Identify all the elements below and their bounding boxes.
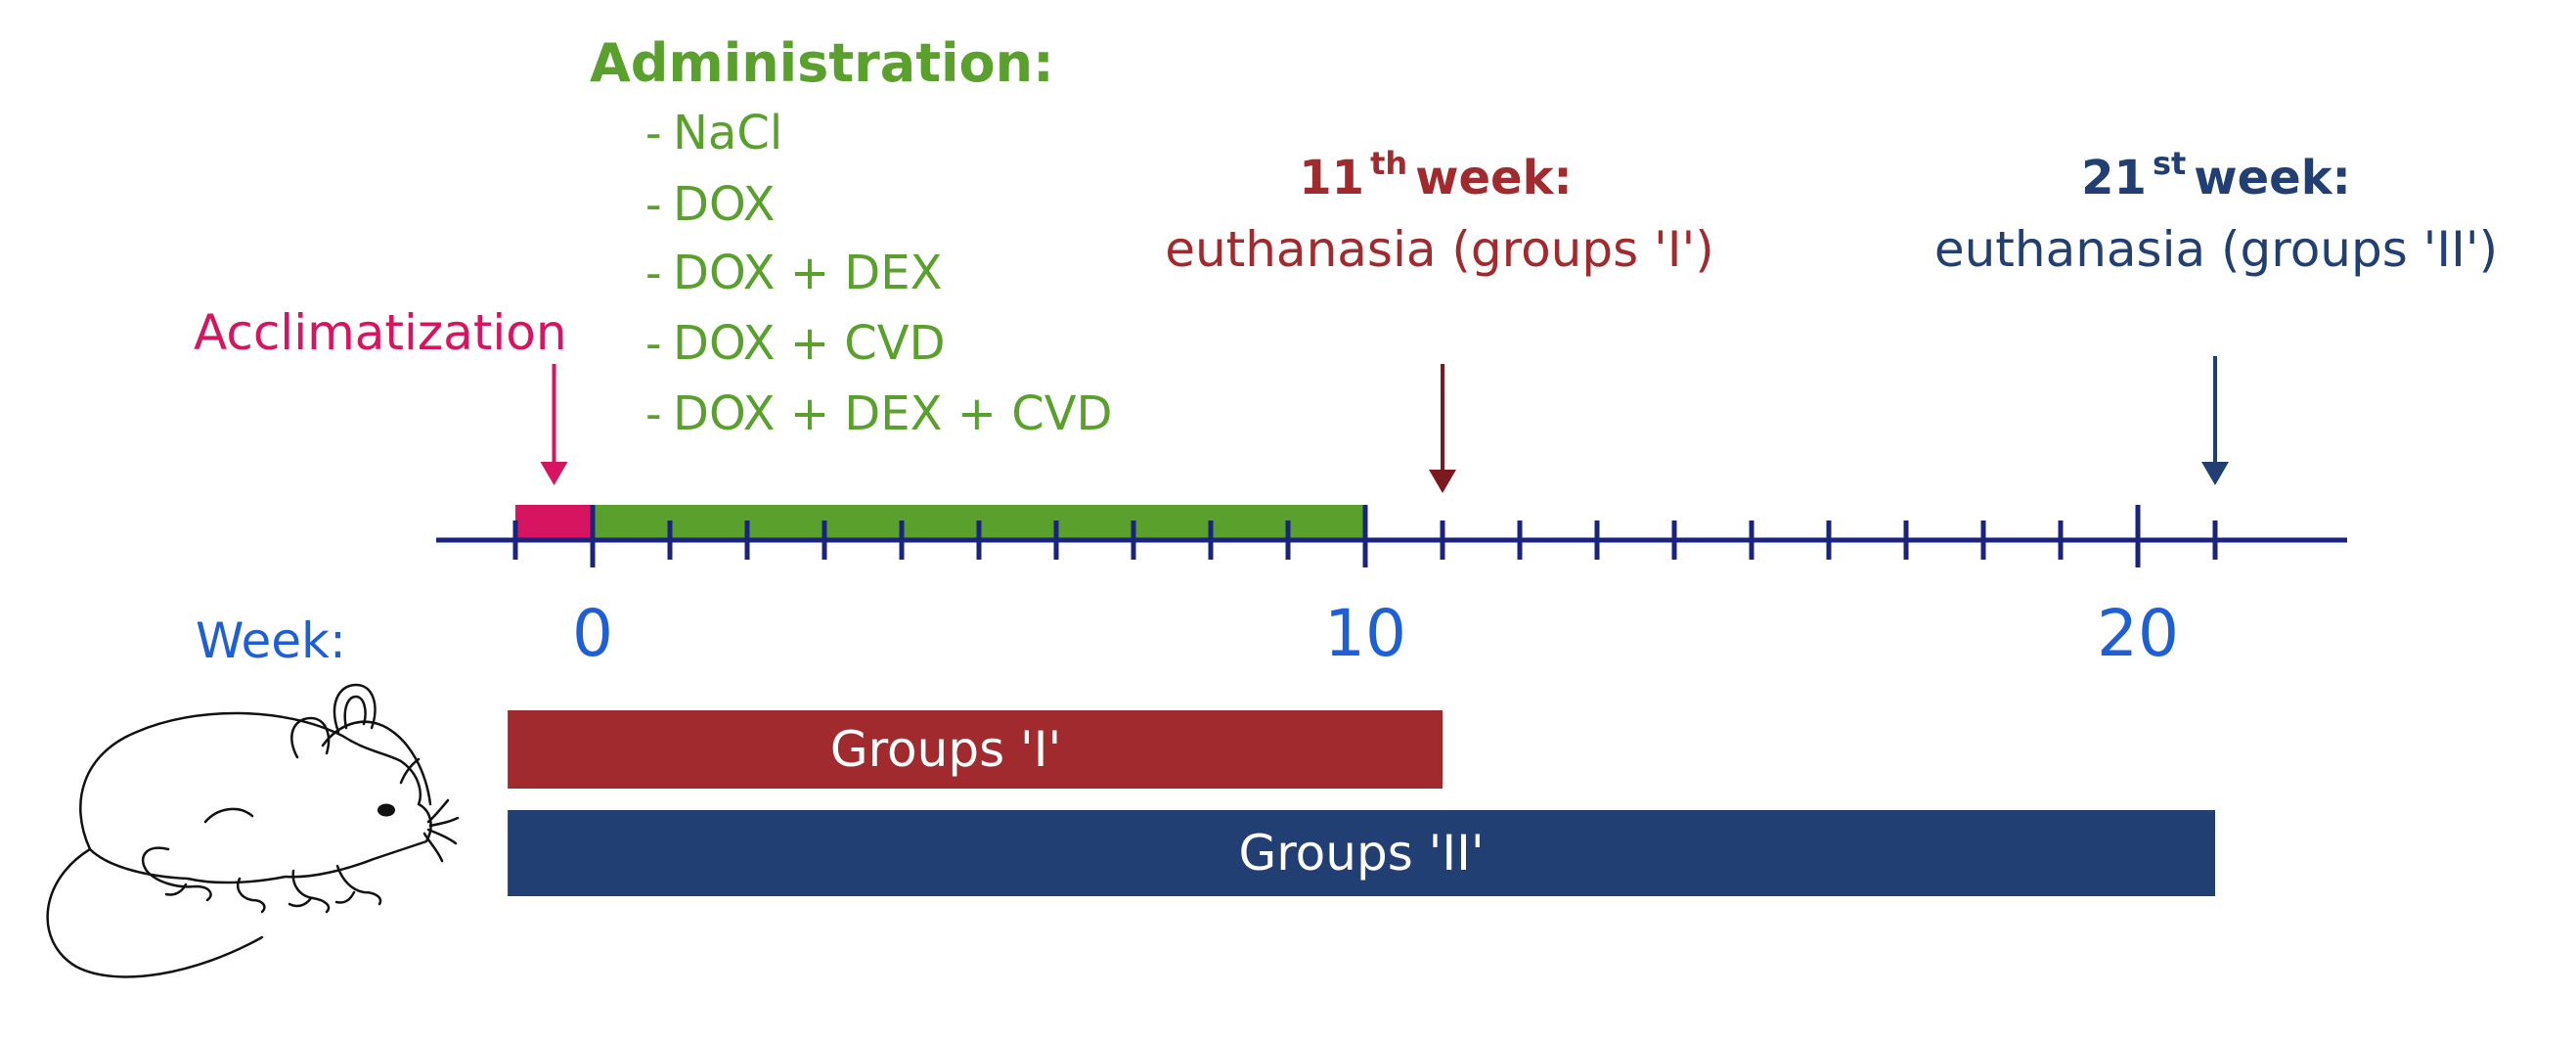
- mouse-eye: [378, 803, 395, 817]
- administration-item: - NaCl: [645, 106, 782, 160]
- week-21-arrow-head: [2201, 462, 2229, 485]
- mouse-illustration: [46, 683, 460, 978]
- administration-item: - DOX + DEX + CVD: [645, 386, 1113, 441]
- week-axis-label: Week:: [196, 612, 346, 669]
- group-bar-label: Groups 'II': [1238, 825, 1484, 882]
- mouse-body: [79, 711, 432, 884]
- administration-item: - DOX + CVD: [645, 316, 946, 371]
- mouse-ear: [333, 683, 377, 734]
- mouse-front-leg: [334, 864, 382, 906]
- mouse-tail: [46, 847, 264, 978]
- acclimatization-segment: [515, 505, 593, 540]
- mouse-body-fold: [203, 807, 254, 824]
- mouse-head: [321, 720, 432, 806]
- list-dash: -: [645, 107, 662, 159]
- arrows: [540, 356, 2229, 493]
- mouse-ear: [290, 716, 331, 759]
- acclimatization-label: Acclimatization: [194, 304, 567, 361]
- administration-item: - DOX + DEX: [645, 246, 942, 300]
- administration-item-label: NaCl: [673, 106, 782, 160]
- acclimatization-arrow-head: [540, 462, 568, 485]
- mouse-front-leg: [288, 869, 331, 914]
- timeline-axis: 0 10 20: [436, 505, 2347, 671]
- administration-item-label: DOX + DEX: [673, 246, 942, 300]
- mouse-hind-leg: [141, 846, 212, 902]
- group-bars: Groups 'I' Groups 'II': [508, 710, 2215, 896]
- group-bar: [508, 710, 1443, 789]
- milestone-caption: euthanasia (groups 'II'): [1934, 221, 2498, 278]
- administration-list: - NaCl - DOX - DOX + DEX - DOX + CVD - D…: [645, 106, 1113, 441]
- mouse-whiskers: [399, 757, 460, 863]
- administration-block: Administration: - NaCl - DOX - DOX + DEX…: [590, 32, 1113, 441]
- administration-item-label: DOX + DEX + CVD: [673, 386, 1113, 441]
- mouse-hind-leg: [236, 877, 266, 914]
- week-11-arrow-head: [1429, 470, 1456, 493]
- milestone-caption: euthanasia (groups 'I'): [1165, 221, 1714, 278]
- list-dash: -: [645, 387, 662, 440]
- axis-tick-label: 20: [2097, 596, 2179, 671]
- administration-item: - DOX: [645, 177, 776, 232]
- axis-tick-label: 10: [1324, 596, 1406, 671]
- axis-tick-label: 0: [572, 596, 613, 671]
- list-dash: -: [645, 178, 662, 231]
- administration-item-label: DOX: [673, 177, 776, 232]
- list-dash: -: [645, 247, 662, 299]
- administration-item-label: DOX + CVD: [673, 316, 946, 371]
- list-dash: -: [645, 317, 662, 370]
- administration-title: Administration:: [590, 32, 1054, 94]
- group-bar-label: Groups 'I': [830, 721, 1061, 778]
- mouse-ear-inner: [343, 695, 367, 730]
- group-bar: [508, 810, 2215, 896]
